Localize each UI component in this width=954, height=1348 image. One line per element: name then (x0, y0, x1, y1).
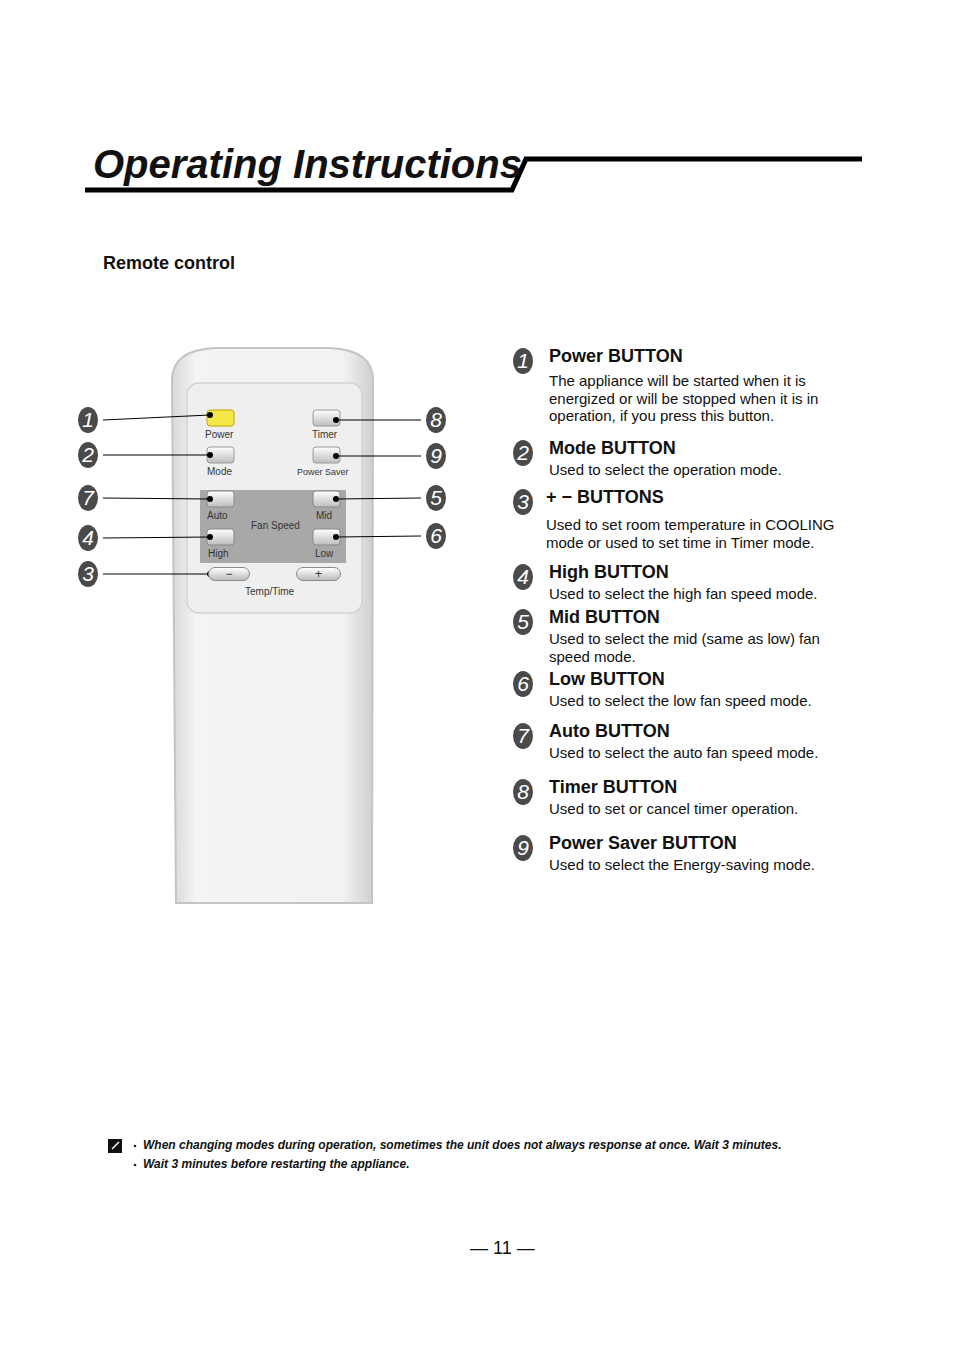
callout-number: 2 (513, 440, 533, 466)
leader-dot (207, 452, 213, 458)
button-label: Mid (316, 510, 332, 521)
item-heading: High BUTTON (549, 562, 669, 583)
temp-minus-button: − (208, 567, 250, 581)
button-label: High (208, 548, 229, 559)
item-heading: Mode BUTTON (549, 438, 676, 459)
callout-number: 8 (513, 779, 533, 805)
callout-number: 8 (426, 407, 446, 433)
leader-dot (207, 534, 213, 540)
page-number: — 11 — (470, 1238, 535, 1259)
item-heading: Timer BUTTON (549, 777, 677, 798)
item-description: Used to select the operation mode. (549, 461, 849, 479)
callout-number: 5 (513, 609, 533, 635)
item-heading: Power BUTTON (549, 346, 683, 367)
callout-number: 2 (78, 442, 98, 468)
item-heading: Low BUTTON (549, 669, 665, 690)
button-label: Temp/Time (245, 586, 294, 597)
callout-number: 4 (513, 564, 533, 590)
item-description: Used to set room temperature in COOLING … (546, 516, 866, 551)
button-label: Auto (207, 510, 228, 521)
temp-plus-button: + (296, 567, 341, 581)
item-description: Used to select the high fan speed mode. (549, 585, 849, 603)
item-description: Used to select the low fan speed mode. (549, 692, 849, 710)
button-symbol: + (315, 568, 322, 580)
button-label: Low (315, 548, 333, 559)
button-symbol: − (225, 568, 232, 580)
fan-speed-panel: Auto MidFan SpeedHigh Low (200, 490, 346, 563)
callout-number: 1 (78, 407, 98, 433)
leader-dot (333, 453, 339, 459)
section-heading: Remote control (103, 253, 235, 274)
item-heading: + − BUTTONS (546, 487, 664, 508)
item-description: The appliance will be started when it is… (549, 372, 839, 425)
page-title: Operating Instructions (93, 142, 522, 187)
item-heading: Auto BUTTON (549, 721, 670, 742)
button-label: Timer (312, 429, 337, 440)
callout-number: 6 (426, 523, 446, 549)
callout-number: 1 (513, 348, 533, 374)
callout-number: 5 (426, 485, 446, 511)
item-heading: Power Saver BUTTON (549, 833, 737, 854)
item-description: Used to set or cancel timer operation. (549, 800, 849, 818)
item-heading: Mid BUTTON (549, 607, 660, 628)
callout-number: 4 (78, 525, 98, 551)
leader-dot (333, 417, 339, 423)
callout-number: 6 (513, 671, 533, 697)
note-text: When changing modes during operation, so… (143, 1138, 782, 1152)
button-label: Fan Speed (251, 520, 300, 531)
leader-dot (333, 534, 339, 540)
button-label: Power (205, 429, 233, 440)
callout-number: 9 (426, 443, 446, 469)
item-description: Used to select the auto fan speed mode. (549, 744, 849, 762)
leader-dot (333, 496, 339, 502)
item-description: Used to select the mid (same as low) fan… (549, 630, 849, 665)
callout-number: 3 (513, 489, 533, 515)
callout-number: 9 (513, 835, 533, 861)
leader-dot (207, 496, 213, 502)
note-text: Wait 3 minutes before restarting the app… (143, 1157, 410, 1171)
callout-number: 3 (78, 561, 98, 587)
callout-number: 7 (513, 723, 533, 749)
callout-number: 7 (78, 485, 98, 511)
button-label: Power Saver (297, 467, 349, 477)
button-label: Mode (207, 466, 232, 477)
leader-dot (207, 412, 213, 418)
item-description: Used to select the Energy-saving mode. (549, 856, 849, 874)
